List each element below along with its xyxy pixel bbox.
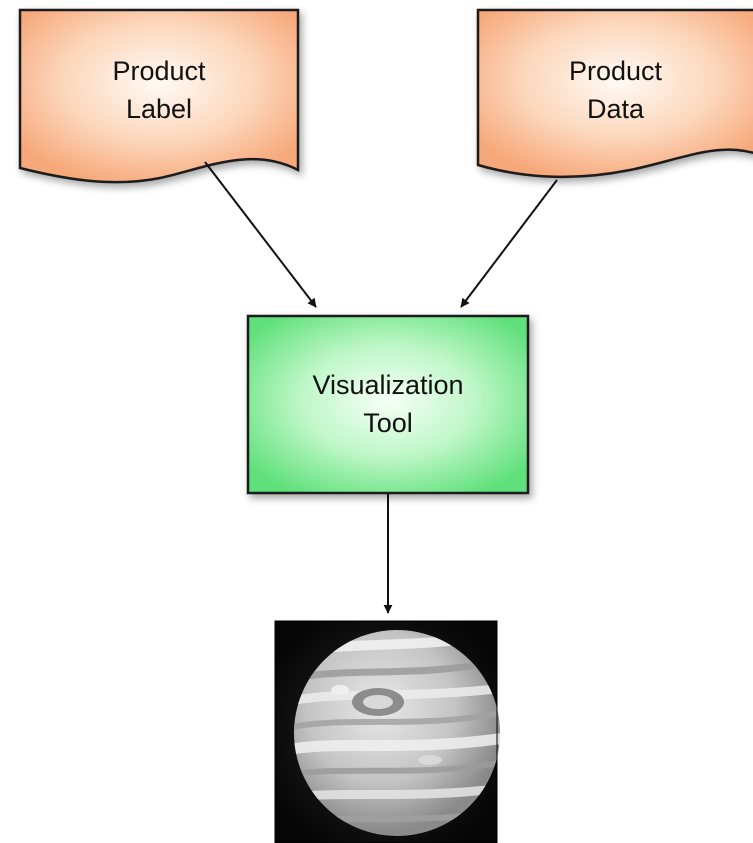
visualization-tool-line1: Visualization xyxy=(312,370,464,400)
product-data-shape xyxy=(476,8,753,179)
jupiter-image-icon xyxy=(274,620,500,843)
product-data-line1: Product xyxy=(568,56,663,86)
visualization-tool-box xyxy=(246,314,530,495)
product-label-node xyxy=(18,8,300,184)
arrow-data-to-tool xyxy=(460,179,558,308)
visualization-tool-text: Visualization Tool xyxy=(248,366,528,442)
product-data-node xyxy=(476,8,753,179)
product-data-line2: Data xyxy=(586,94,645,124)
product-label-shape xyxy=(18,8,300,184)
product-data-text: Product Data xyxy=(478,52,753,128)
product-label-line2: Label xyxy=(125,94,193,124)
visualization-tool-line2: Tool xyxy=(363,408,413,438)
product-label-text: Product Label xyxy=(20,52,298,128)
arrow-label-to-tool xyxy=(204,161,317,308)
product-label-line1: Product xyxy=(112,56,206,86)
visualization-tool-node xyxy=(246,314,530,495)
